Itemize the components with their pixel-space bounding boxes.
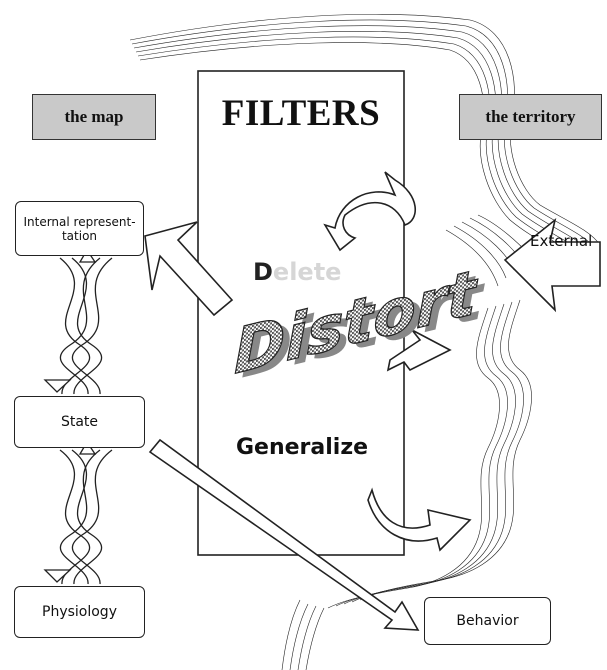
external-label: External [530, 232, 592, 250]
map-label: the map [32, 94, 156, 140]
state-box: State [14, 396, 145, 448]
internal-representation-box: Internal represent-tation [15, 201, 144, 256]
delete-faded-letters: elete [273, 258, 342, 286]
delete-text: Delete [253, 258, 341, 286]
rope-internal-state [45, 250, 112, 394]
delete-first-letter: D [253, 258, 273, 286]
behavior-box: Behavior [424, 597, 551, 645]
rope-state-physiology [45, 442, 112, 584]
territory-label: the territory [459, 94, 602, 140]
physiology-box: Physiology [14, 586, 145, 638]
generalize-text: Generalize [236, 435, 368, 460]
filters-title: FILTERS [198, 92, 404, 135]
